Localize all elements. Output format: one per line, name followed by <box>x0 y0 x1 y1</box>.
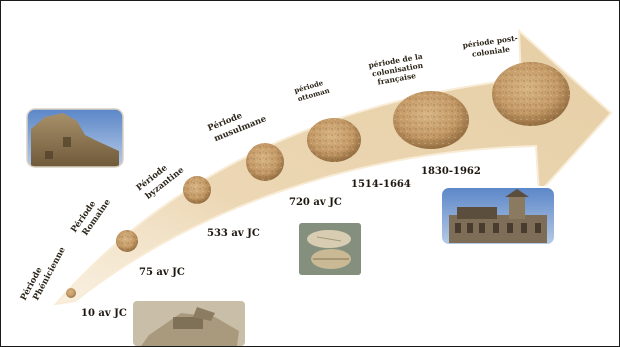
date-label: 1514-1664 <box>351 179 411 190</box>
date-label: 10 av JC <box>81 308 127 319</box>
period-circle <box>116 230 138 252</box>
period-label-colonisation: période de la colonisation française <box>368 51 429 88</box>
period-label-ottoman: période ottoman <box>293 77 330 104</box>
artifact-photo-icon <box>299 223 361 275</box>
period-circle <box>492 62 570 126</box>
period-label-romaine: Période Romaine <box>68 190 113 241</box>
period-circle <box>393 91 469 149</box>
date-label: 1830-1962 <box>421 166 481 177</box>
period-circle <box>307 118 361 162</box>
date-label: 75 av JC <box>139 267 185 278</box>
period-label-musulmane: Période musulmane <box>206 102 268 145</box>
building-photo-icon <box>441 187 555 245</box>
period-circle <box>66 288 76 298</box>
excavation-photo-icon <box>133 301 245 346</box>
period-circle <box>183 176 211 204</box>
date-label: 720 av JC <box>289 197 342 208</box>
period-circle <box>246 143 284 181</box>
date-label: 533 av JC <box>207 228 260 239</box>
period-label-postcoloniale: période post- coloniale <box>462 33 522 60</box>
ruin-photo-icon <box>27 109 123 167</box>
